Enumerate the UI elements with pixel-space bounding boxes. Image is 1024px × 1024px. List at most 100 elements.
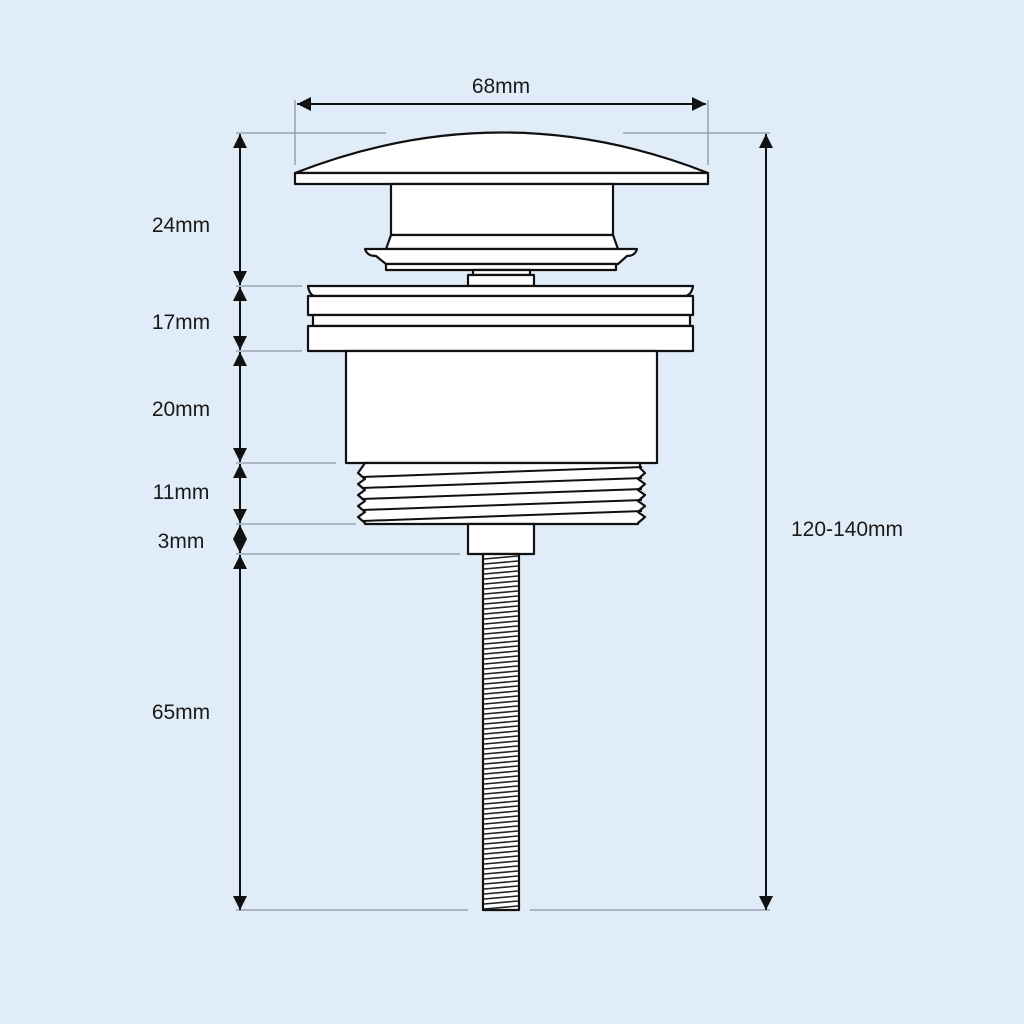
- thread-line: [361, 510, 643, 522]
- total-height-label: 120-140mm: [791, 518, 903, 541]
- rod-thread-line: [483, 665, 519, 670]
- rod-length-label: 65mm: [152, 701, 210, 724]
- rod-thread-line: [483, 880, 519, 885]
- thread-line: [361, 499, 643, 511]
- rod-thread-line: [483, 675, 519, 680]
- rod-thread-line: [483, 795, 519, 800]
- thread-line: [361, 488, 643, 500]
- thread-height-label: 11mm: [153, 481, 210, 504]
- width-label: 68mm: [472, 75, 530, 98]
- thread-line: [361, 466, 643, 478]
- cap-rim: [293, 171, 710, 186]
- pop-up-waste: [293, 131, 710, 912]
- rod-thread-line: [483, 740, 519, 745]
- cap-height-label: 24mm: [152, 214, 210, 237]
- stem-lower: [466, 273, 536, 288]
- rod-thread-line: [483, 595, 519, 600]
- rod-thread-line: [483, 810, 519, 815]
- rod-thread-line: [483, 565, 519, 570]
- body-lip: [306, 284, 695, 298]
- body: [344, 349, 659, 465]
- rod-thread-line: [483, 885, 519, 890]
- rod-thread-line: [483, 730, 519, 735]
- rod-thread-line: [483, 865, 519, 870]
- rod-thread-line: [483, 605, 519, 610]
- body-band-2: [311, 313, 692, 328]
- extension-lines: [236, 100, 770, 911]
- rod-thread-line: [483, 640, 519, 645]
- body-band-1: [306, 294, 695, 317]
- rod-thread-line: [483, 890, 519, 895]
- rod-thread-line: [483, 780, 519, 785]
- rod-thread-line: [483, 555, 519, 560]
- rod-thread-line: [483, 650, 519, 655]
- rod-thread-line: [483, 855, 519, 860]
- rod-thread-line: [483, 620, 519, 625]
- rod-thread-line: [483, 805, 519, 810]
- rod-thread-line: [483, 820, 519, 825]
- rod-thread-line: [483, 695, 519, 700]
- rod-thread-line: [483, 630, 519, 635]
- nut-height-label: 3mm: [158, 530, 205, 553]
- rod-thread-line: [483, 755, 519, 760]
- rod-thread-line: [483, 560, 519, 565]
- dimension-lines: [233, 97, 773, 910]
- cap-taper: [384, 233, 620, 251]
- body-height-label: 20mm: [152, 398, 210, 421]
- rod-thread-line: [483, 680, 519, 685]
- rod-thread-line: [483, 635, 519, 640]
- rod-thread-line: [483, 875, 519, 880]
- rod-thread-line: [483, 870, 519, 875]
- rod-thread-line: [483, 645, 519, 650]
- rod-thread-line: [483, 775, 519, 780]
- rod-thread-line: [483, 700, 519, 705]
- flange-height-label: 17mm: [152, 311, 210, 334]
- rod-thread-line: [483, 835, 519, 840]
- seal-flange: [363, 247, 639, 266]
- rod-thread-line: [483, 765, 519, 770]
- rod-thread-line: [483, 785, 519, 790]
- rod-thread-line: [483, 720, 519, 725]
- rod-thread-line: [483, 660, 519, 665]
- thread-line: [361, 477, 643, 489]
- rod-thread-line: [483, 745, 519, 750]
- rod-thread-line: [483, 610, 519, 615]
- rod-thread-line: [483, 580, 519, 585]
- rod-thread-line: [483, 670, 519, 675]
- cap-neck: [389, 182, 615, 237]
- rod-thread-line: [483, 615, 519, 620]
- rod-thread-line: [483, 900, 519, 905]
- rod-thread-line: [483, 570, 519, 575]
- rod-thread-line: [483, 590, 519, 595]
- rod-thread-line: [483, 770, 519, 775]
- rod-thread-line: [483, 625, 519, 630]
- rod-thread-line: [483, 725, 519, 730]
- rod-thread-line: [483, 705, 519, 710]
- rod-thread-line: [483, 685, 519, 690]
- rod-thread-line: [483, 575, 519, 580]
- rod-thread-line: [483, 585, 519, 590]
- dimension-labels: 68mm 24mm 17mm 20mm 11mm 3mm 65mm 120-14…: [152, 75, 903, 724]
- threaded-section: [356, 461, 647, 526]
- rod-thread-line: [483, 800, 519, 805]
- cap-dome: [293, 131, 710, 175]
- body-band-3: [306, 324, 695, 353]
- rod-thread-line: [483, 735, 519, 740]
- rod-thread-line: [483, 895, 519, 900]
- rod-thread-line: [483, 600, 519, 605]
- rod-thread-line: [483, 655, 519, 660]
- rod-thread-line: [483, 825, 519, 830]
- rod-thread-line: [483, 845, 519, 850]
- rod-thread-line: [483, 860, 519, 865]
- rod-thread-line: [483, 750, 519, 755]
- rod-thread-line: [483, 905, 519, 910]
- rod-thread-line: [483, 690, 519, 695]
- threaded-rod: [481, 552, 521, 912]
- rod-thread-line: [483, 760, 519, 765]
- rod-thread-line: [483, 840, 519, 845]
- nut: [466, 522, 536, 556]
- rod-thread-line: [483, 715, 519, 720]
- rod-thread-line: [483, 790, 519, 795]
- rod-thread-line: [483, 815, 519, 820]
